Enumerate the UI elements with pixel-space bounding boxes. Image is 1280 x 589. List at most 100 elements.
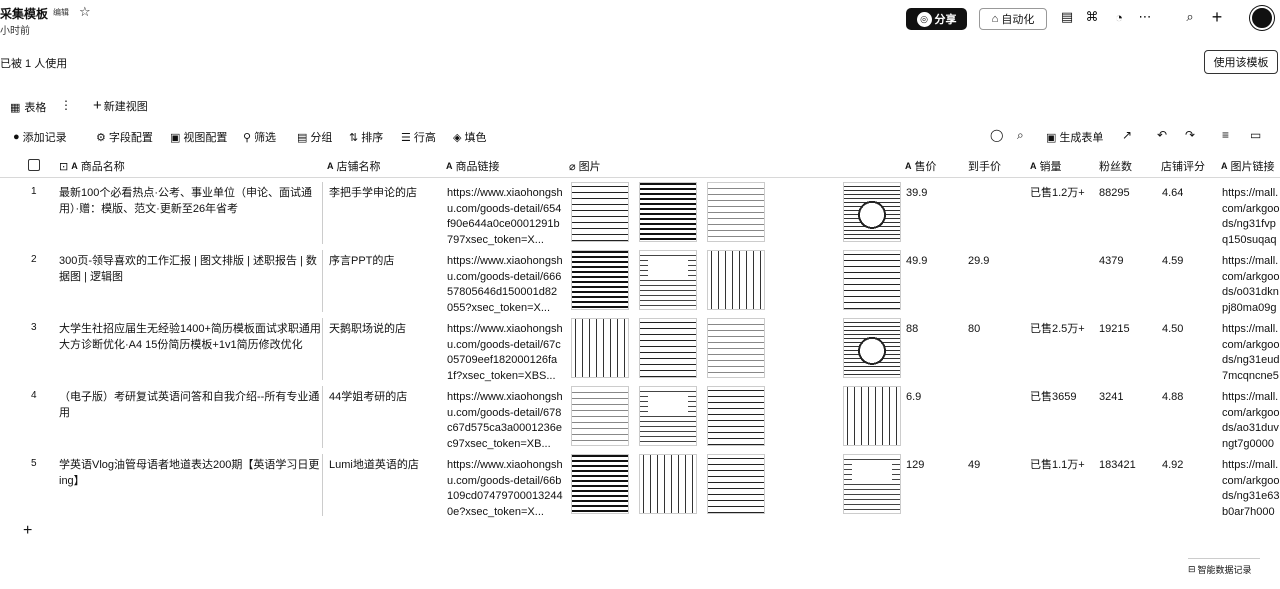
cell-image-link[interactable]: https://mall.com/arkgoods/ao31duvngt7g00…	[1222, 391, 1280, 450]
col-header-fans[interactable]: 粉丝数	[1099, 158, 1132, 174]
image-thumbnail[interactable]	[707, 250, 765, 310]
image-thumbnail[interactable]	[843, 250, 901, 310]
group-button[interactable]: ▤分组	[297, 129, 332, 145]
cell-image-link[interactable]: https://mall.com/arkgoods/o031dknpj80ma0…	[1222, 255, 1280, 314]
cell-price[interactable]: 39.9	[906, 187, 928, 199]
image-thumbnail[interactable]	[639, 250, 697, 310]
table-row[interactable]: 2 300页-领导喜欢的工作汇报 | 图文排版 | 述职报告 | 数据图 | 逻…	[0, 248, 1280, 316]
cell-link[interactable]: https://www.xiaohongshu.com/goods-detail…	[447, 187, 563, 246]
cell-shop[interactable]: 李把手学申论的店	[329, 187, 417, 199]
automation-button[interactable]: ⌂ 自动化	[979, 8, 1047, 30]
select-all-checkbox[interactable]	[28, 159, 40, 171]
image-thumbnail[interactable]	[707, 318, 765, 378]
redo-icon[interactable]: ↷	[1185, 128, 1196, 142]
cell-sales[interactable]: 已售1.1万+	[1030, 459, 1085, 471]
image-thumbnail[interactable]	[571, 318, 629, 378]
field-config-button[interactable]: ⚙字段配置	[96, 129, 153, 145]
view-more-icon[interactable]: ⋮	[60, 98, 72, 112]
image-thumbnail[interactable]	[843, 182, 901, 242]
doc-title[interactable]: 采集模板	[0, 7, 49, 21]
smart-record-button[interactable]: ⊟ 智能数据记录	[1188, 558, 1260, 580]
cell-fans[interactable]: 4379	[1099, 255, 1124, 267]
cell-shop[interactable]: Lumi地道英语的店	[329, 459, 419, 471]
col-header-image[interactable]: ⌀图片	[569, 158, 601, 174]
cell-shop[interactable]: 序言PPT的店	[329, 255, 395, 267]
sort-button[interactable]: ⇅排序	[349, 129, 383, 145]
generate-form-button[interactable]: ▣生成表单	[1046, 129, 1103, 145]
cell-fans[interactable]: 88295	[1099, 187, 1130, 199]
cell-price[interactable]: 88	[906, 323, 919, 335]
cell-sales[interactable]: 已售3659	[1030, 391, 1077, 403]
cell-received-price[interactable]: 80	[968, 323, 981, 335]
add-record-button[interactable]: ●添加记录	[13, 129, 67, 145]
file-icon[interactable]: ▤	[1060, 9, 1074, 24]
image-thumbnail[interactable]	[843, 386, 901, 446]
cell-sales[interactable]: 已售1.2万+	[1030, 187, 1085, 199]
comment-icon[interactable]: ▭	[1250, 128, 1262, 142]
image-thumbnail[interactable]	[571, 182, 629, 242]
cell-price[interactable]: 49.9	[906, 255, 928, 267]
image-thumbnail[interactable]	[639, 386, 697, 446]
image-thumbnail[interactable]	[571, 250, 629, 310]
cell-fans[interactable]: 3241	[1099, 391, 1124, 403]
cell-image-link[interactable]: https://mall.com/arkgoods/ng31fvpq150suq…	[1222, 187, 1280, 246]
fill-color-button[interactable]: ◈填色	[453, 129, 486, 145]
image-thumbnail[interactable]	[571, 386, 629, 446]
col-header-rating[interactable]: 店铺评分	[1161, 158, 1205, 174]
image-thumbnail[interactable]	[571, 454, 629, 514]
cell-image-link[interactable]: https://mall.com/arkgoods/ng31e63b0ar7h0…	[1222, 459, 1280, 518]
tag-icon[interactable]: ⌘	[1085, 9, 1099, 24]
table-row[interactable]: 5 学英语Vlog油管母语者地道表达200期【英语学习日更ing】 Lumi地道…	[0, 452, 1280, 520]
undo-icon[interactable]: ↶	[1157, 128, 1168, 142]
cell-name[interactable]: 300页-领导喜欢的工作汇报 | 图文排版 | 述职报告 | 数据图 | 逻辑图	[59, 255, 317, 283]
image-thumbnail[interactable]	[639, 318, 697, 378]
circle-icon[interactable]: ◯	[990, 128, 1004, 142]
share-button[interactable]: ◎ 分享	[906, 8, 967, 30]
cell-rating[interactable]: 4.50	[1162, 323, 1184, 335]
cell-name[interactable]: （电子版）考研复试英语问答和自我介绍--所有专业通用	[59, 391, 320, 419]
image-thumbnail[interactable]	[639, 182, 697, 242]
image-thumbnail[interactable]	[843, 318, 901, 378]
cell-price[interactable]: 6.9	[906, 391, 922, 403]
list-icon[interactable]: ≡	[1222, 128, 1230, 142]
add-view-button[interactable]: + 新建视图	[93, 98, 148, 114]
cell-name[interactable]: 大学生社招应届生无经验1400+简历模板面试求职通用大方诊断优化·A4 15份简…	[59, 323, 321, 351]
search-icon[interactable]: ⌕	[1017, 128, 1024, 142]
row-height-button[interactable]: ☰行高	[401, 129, 436, 145]
tab-table[interactable]: ▦ 表格	[10, 99, 46, 115]
share-icon[interactable]: ↗	[1122, 128, 1133, 142]
cell-received-price[interactable]: 29.9	[968, 255, 990, 267]
view-config-button[interactable]: ▣视图配置	[170, 129, 227, 145]
image-thumbnail[interactable]	[639, 454, 697, 514]
cell-link[interactable]: https://www.xiaohongshu.com/goods-detail…	[447, 459, 563, 518]
image-thumbnail[interactable]	[843, 454, 901, 514]
cell-sales[interactable]: 已售2.5万+	[1030, 323, 1085, 335]
image-thumbnail[interactable]	[707, 386, 765, 446]
cell-rating[interactable]: 4.64	[1162, 187, 1184, 199]
cell-rating[interactable]: 4.92	[1162, 459, 1184, 471]
plus-icon[interactable]: +	[1211, 6, 1223, 27]
table-row[interactable]: 4 （电子版）考研复试英语问答和自我介绍--所有专业通用 44学姐考研的店 ht…	[0, 384, 1280, 452]
cell-shop[interactable]: 44学姐考研的店	[329, 391, 408, 403]
use-template-button[interactable]: 使用该模板	[1204, 50, 1278, 74]
cell-fans[interactable]: 183421	[1099, 459, 1136, 471]
col-header-received-price[interactable]: 到手价	[968, 158, 1001, 174]
table-row[interactable]: 3 大学生社招应届生无经验1400+简历模板面试求职通用大方诊断优化·A4 15…	[0, 316, 1280, 384]
cell-rating[interactable]: 4.88	[1162, 391, 1184, 403]
cell-shop[interactable]: 天鹅职场说的店	[329, 323, 406, 335]
cell-name[interactable]: 学英语Vlog油管母语者地道表达200期【英语学习日更ing】	[59, 459, 320, 487]
search-icon[interactable]: ⌕	[1186, 9, 1194, 24]
cell-link[interactable]: https://www.xiaohongshu.com/goods-detail…	[447, 255, 563, 314]
table-row[interactable]: 1 最新100个必看热点·公考、事业单位（申论、面试通用）·赠：模版、范文·更新…	[0, 180, 1280, 248]
cell-rating[interactable]: 4.59	[1162, 255, 1184, 267]
cell-link[interactable]: https://www.xiaohongshu.com/goods-detail…	[447, 391, 563, 450]
cell-image-link[interactable]: https://mall.com/arkgoods/ng31eud7mcqncn…	[1222, 323, 1280, 382]
more-icon[interactable]: ⋯	[1138, 9, 1152, 24]
avatar[interactable]	[1250, 6, 1274, 30]
image-thumbnail[interactable]	[707, 182, 765, 242]
cell-name[interactable]: 最新100个必看热点·公考、事业单位（申论、面试通用）·赠：模版、范文·更新至2…	[59, 187, 313, 215]
filter-button[interactable]: ⚲筛选	[243, 129, 276, 145]
